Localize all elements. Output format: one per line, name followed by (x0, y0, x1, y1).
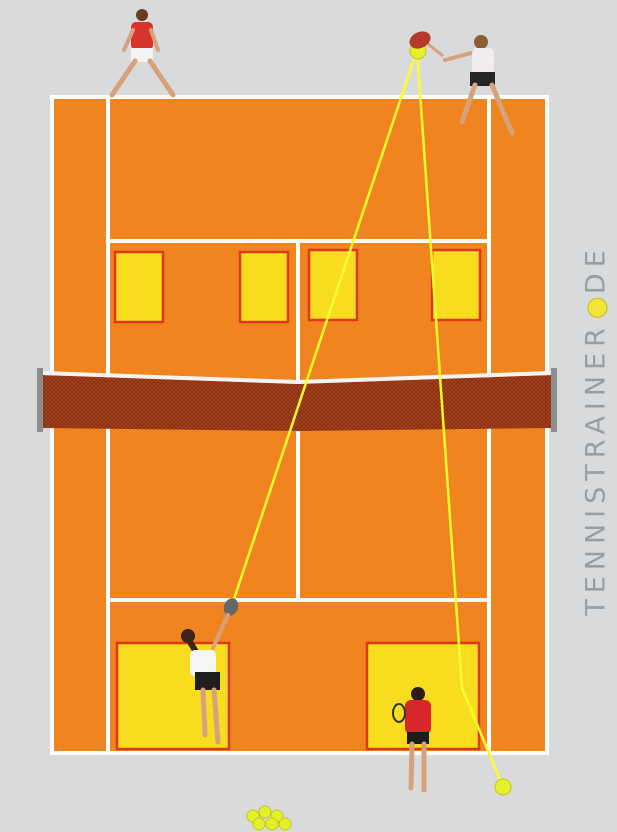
logo-domain: DE (581, 244, 612, 294)
target-zone (432, 250, 480, 320)
site-logo: TENNISTRAINER DE (581, 244, 612, 616)
tennis-ball-icon (495, 779, 511, 795)
player-figure-icon (112, 9, 173, 95)
net-post-right (551, 368, 557, 432)
target-zone (309, 250, 357, 320)
target-zone (115, 252, 163, 322)
ball-basket-icon (247, 806, 291, 830)
tennis-ball-icon (587, 298, 607, 318)
target-zone (240, 252, 288, 322)
logo-text: TENNISTRAINER (581, 322, 612, 616)
net-post-left (37, 368, 43, 432)
